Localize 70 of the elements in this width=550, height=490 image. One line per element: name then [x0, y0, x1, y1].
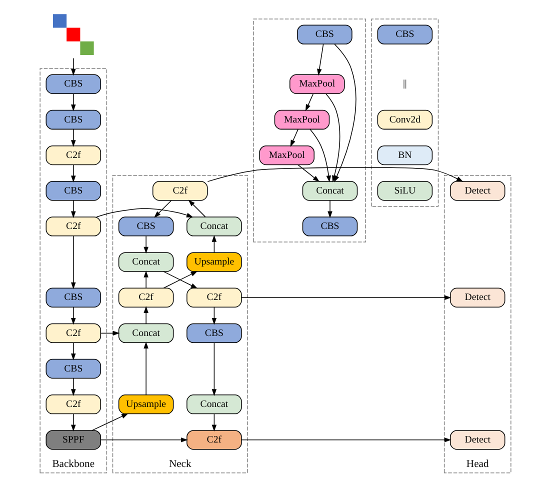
node-box: CBS [45, 358, 101, 379]
arrow [211, 306, 216, 325]
arrow [70, 378, 76, 396]
node-box: Detect [449, 181, 505, 201]
arrow [70, 342, 76, 360]
node-box: C2f [152, 181, 208, 201]
arrow [290, 129, 298, 147]
node-box: Conv2d [376, 110, 432, 130]
node-box: Concat [186, 394, 242, 414]
arrow [304, 93, 314, 112]
node-box: MaxPool [274, 110, 330, 130]
arrow [70, 306, 76, 325]
arrow [143, 342, 148, 396]
arrow [316, 44, 324, 76]
node-box: Upsample [186, 252, 242, 272]
arrow [309, 128, 331, 182]
node-box: Concat [118, 323, 174, 344]
arrow [70, 200, 76, 218]
node-box: C2f [186, 288, 242, 308]
node-box: SPPF [45, 430, 101, 450]
arrow [143, 270, 148, 288]
arrow [297, 164, 320, 182]
node-box: CBS [118, 216, 174, 236]
arrow [70, 164, 76, 182]
node-box: CBS [302, 216, 358, 236]
arrow [70, 414, 76, 432]
node-box: Concat [118, 252, 174, 272]
arrow [100, 438, 188, 442]
arrow [70, 236, 76, 290]
node-box: CBS [296, 24, 352, 44]
node-box: CBS [376, 24, 432, 44]
node-box: CBS [45, 110, 101, 130]
cluster [252, 18, 366, 242]
arrow [240, 438, 451, 442]
node-box: MaxPool [289, 74, 344, 94]
arrow [70, 129, 76, 147]
label: || [402, 78, 406, 90]
node-box: Upsample [118, 394, 174, 414]
node-box: C2f [118, 288, 174, 308]
node-box: Concat [302, 181, 358, 201]
arrow [211, 342, 216, 396]
arrow [154, 200, 172, 218]
node-box: CBS [45, 74, 101, 94]
node-box: CBS [45, 288, 101, 308]
arrow [327, 200, 332, 218]
cluster [370, 18, 438, 207]
node-box: C2f [45, 394, 101, 414]
arrow [100, 330, 120, 336]
node-box: SiLU [376, 181, 432, 201]
arrow [143, 236, 148, 254]
node-box: Detect [449, 430, 505, 450]
arrow [211, 414, 216, 432]
arrow [143, 306, 148, 324]
arrow [240, 295, 451, 300]
node-box: Concat [186, 216, 242, 236]
node-box: Detect [449, 288, 505, 308]
arrow [70, 93, 76, 112]
node-box: C2f [45, 216, 101, 236]
arrow [70, 58, 76, 76]
node-box: BN [376, 145, 432, 166]
arrow [211, 235, 216, 253]
node-box: CBS [186, 323, 242, 344]
node-box: CBS [45, 181, 101, 201]
node-box: MaxPool [258, 145, 314, 166]
arrow [96, 208, 193, 218]
arrow [91, 413, 128, 431]
node-box: C2f [45, 145, 101, 166]
node-box: C2f [45, 323, 101, 344]
arrow [188, 200, 206, 218]
node-box: C2f [186, 430, 242, 450]
